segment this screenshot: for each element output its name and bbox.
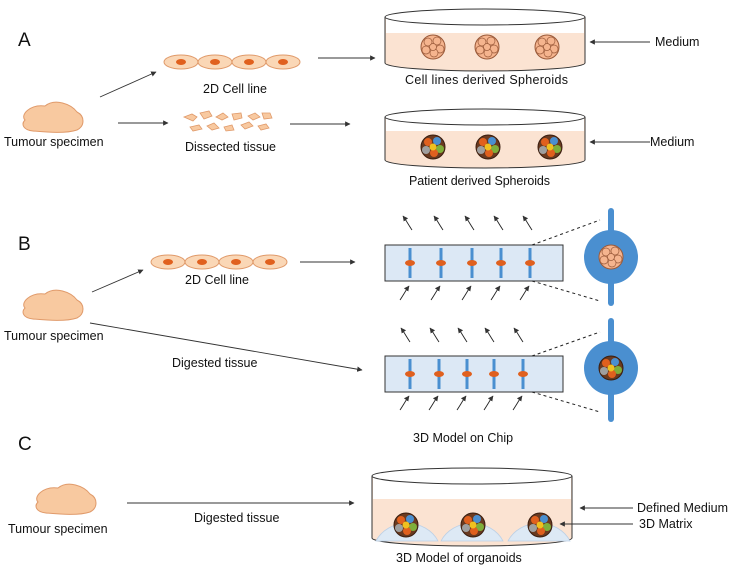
patient-spheroid-2: [475, 134, 501, 160]
cell-line-label-a: 2D Cell line: [203, 82, 267, 96]
tumour-specimen-c: [35, 483, 97, 515]
dissected-tissue: [182, 110, 273, 132]
cell-line-b: [150, 254, 288, 270]
zoom-post-mixed-spheroid: [584, 318, 638, 422]
panel-label-b: B: [18, 234, 31, 255]
spheroid-1: [420, 34, 446, 60]
defined-medium-label: Defined Medium: [637, 501, 728, 515]
organoid-2: [460, 512, 486, 538]
flow-arrows-chip-2: [399, 327, 524, 411]
zoom-post-spheroid: [584, 208, 638, 306]
tumour-specimen-a: [22, 101, 84, 133]
tumour-specimen-b: [22, 289, 84, 321]
digested-label-b: Digested tissue: [172, 356, 258, 370]
dissected-label-a: Dissected tissue: [185, 140, 276, 154]
spheroid-3: [534, 34, 560, 60]
medium-label-2: Medium: [650, 135, 694, 149]
tumour-label-c: Tumour specimen: [8, 522, 108, 536]
digested-label-c: Digested tissue: [194, 511, 280, 525]
patient-spheroid-1: [420, 134, 446, 160]
tumour-label-a: Tumour specimen: [4, 135, 104, 149]
chip-digested: [384, 355, 564, 393]
patient-spheroid-3: [537, 134, 563, 160]
arrow-to-cellline-b: [91, 269, 144, 293]
zoom-lines-2: [531, 331, 601, 413]
tumour-label-b: Tumour specimen: [4, 329, 104, 343]
organoid-caption: 3D Model of organoids: [396, 551, 522, 565]
panel-label-c: C: [18, 434, 32, 455]
dish-patient-spheroids: [384, 108, 586, 169]
panel-label-a: A: [18, 30, 31, 51]
chip-caption: 3D Model on Chip: [413, 431, 513, 445]
cell-line-a: [163, 54, 301, 70]
chip-cell-line: [384, 244, 564, 282]
caption-patient-spheroids: Patient derived Spheroids: [409, 174, 550, 188]
matrix-label: 3D Matrix: [639, 517, 693, 531]
cell-line-label-b: 2D Cell line: [185, 273, 249, 287]
arrow-to-chip-2: [89, 322, 363, 372]
organoid-3: [527, 512, 553, 538]
spheroid-2: [474, 34, 500, 60]
flow-arrows-chip-1: [399, 215, 533, 301]
dish-organoids: [371, 467, 573, 547]
organoid-1: [393, 512, 419, 538]
zoom-lines-1: [531, 219, 601, 302]
caption-cell-spheroids: Cell lines derived Spheroids: [405, 73, 568, 87]
medium-label-1: Medium: [655, 35, 699, 49]
arrow-to-cellline-a: [99, 71, 157, 98]
dish-cell-line-spheroids: [384, 8, 586, 72]
